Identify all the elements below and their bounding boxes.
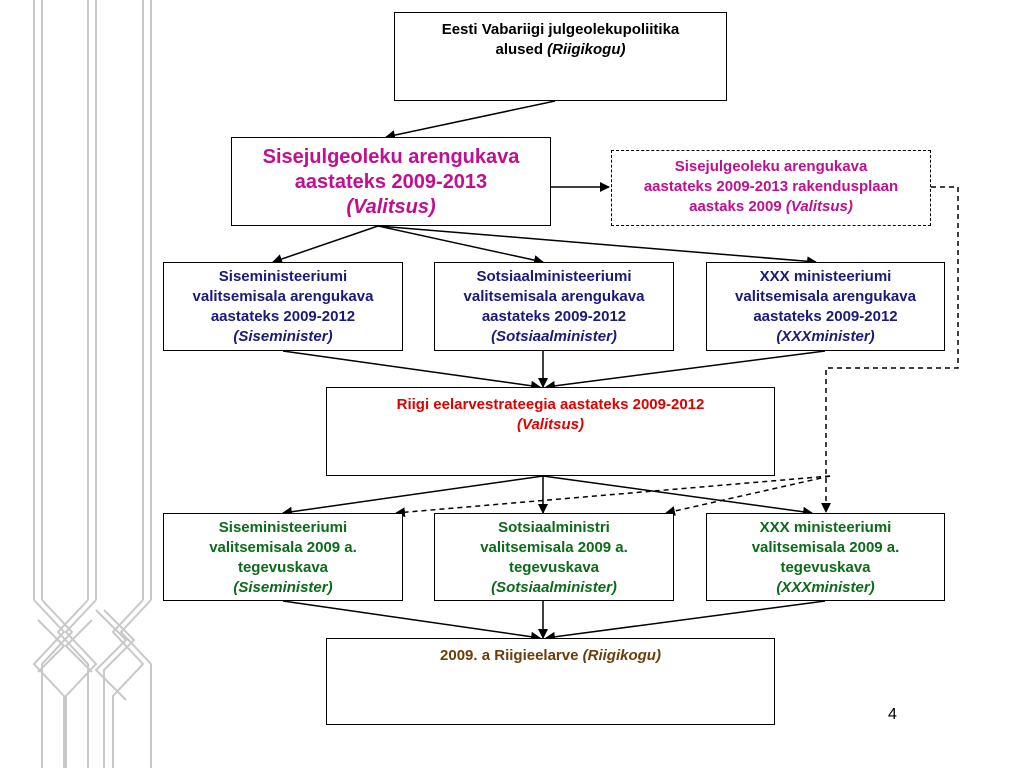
arrow-work-right-to-budget	[545, 600, 826, 642]
state-budget-box: 2009. a Riigieelarve (Riigikogu)	[326, 638, 775, 725]
arrow-main-to-dev-right	[377, 225, 817, 267]
deco-knot	[32, 599, 66, 768]
ministry-interior-work-plan-box: Siseministeeriumi valitsemisala 2009 a. …	[163, 513, 403, 601]
arrow-main-to-dev-left	[272, 225, 379, 264]
box-line: valitsemisala arengukava	[192, 288, 374, 305]
page-number: 4	[888, 706, 897, 723]
box-text: alused	[495, 41, 548, 58]
box-line: aastateks 2009-2012	[210, 308, 356, 325]
box-line: valitsemisala 2009 a.	[751, 539, 900, 556]
box-italic-line: (Valitsus)	[517, 416, 584, 433]
deco-knot	[64, 599, 98, 768]
box-line: tegevuskava	[508, 559, 600, 576]
ministry-social-dev-plan-box: Sotsiaalministeeriumi valitsemisala aren…	[434, 262, 674, 351]
dashed-arrow-impl-to-work-left	[395, 475, 831, 518]
deco-knot	[103, 609, 136, 768]
budget-strategy-box: Riigi eelarvestrateegia aastateks 2009-2…	[326, 387, 775, 476]
box-italic-line: (Sotsiaalminister)	[491, 579, 617, 596]
box-line: Sisejulgeoleku arengukava	[262, 146, 520, 168]
box-line: valitsemisala 2009 a.	[209, 539, 357, 556]
ministry-xxx-work-plan-box: XXX ministeeriumi valitsemisala 2009 a. …	[706, 513, 945, 601]
ministry-social-work-plan-box: Sotsiaalministri valitsemisala 2009 a. t…	[434, 513, 674, 601]
box-line: tegevuskava	[237, 559, 329, 576]
box-line: Eesti Vabariigi julgeolekupoliitika	[441, 21, 680, 38]
box-line: Siseministeeriumi	[218, 268, 348, 285]
box-italic-text: (Riigikogu)	[582, 647, 661, 664]
box-line: aastateks 2009-2012	[753, 308, 898, 325]
box-italic-line: (Valitsus)	[346, 196, 436, 218]
box-italic-line: (Sotsiaalminister)	[491, 328, 617, 345]
box-line: aastateks 2009-2013	[294, 171, 488, 193]
arrow-dev-left-to-strategy	[282, 350, 541, 391]
box-line: XXX ministeeriumi	[759, 519, 892, 536]
arrow-work-left-to-budget	[282, 600, 541, 642]
implementation-plan-box: Sisejulgeoleku arengukava aastateks 2009…	[611, 150, 931, 226]
arrow-dev-right-to-strategy	[545, 350, 826, 391]
deco-knot	[37, 619, 93, 673]
ministry-interior-dev-plan-box: Siseministeeriumi valitsemisala arenguka…	[163, 262, 403, 351]
box-line: tegevuskava	[780, 559, 871, 576]
dashed-arrow-impl-to-work-mid	[665, 475, 831, 516]
arrow-strategy-to-work-left	[282, 475, 544, 517]
decorative-side-border	[32, 0, 152, 768]
dashed-arrow-impl-to-work-right	[821, 186, 959, 513]
box-text: 2009. a Riigieelarve	[440, 647, 583, 664]
box-line: valitsemisala arengukava	[463, 288, 645, 305]
deco-knot	[119, 599, 152, 768]
box-line: alused (Riigikogu)	[395, 40, 726, 60]
box-line: Riigi eelarvestrateegia aastateks 2009-2…	[396, 396, 705, 413]
box-italic-line: (XXXminister)	[776, 328, 875, 345]
arrow-strategy-to-work-right	[542, 475, 813, 517]
internal-security-plan-box: Sisejulgeoleku arengukava aastateks 2009…	[231, 137, 551, 226]
box-line: Sotsiaalministeeriumi	[476, 268, 632, 285]
ministry-xxx-dev-plan-box: XXX ministeeriumi valitsemisala arenguka…	[706, 262, 945, 351]
box-line: aastateks 2009-2012	[481, 308, 627, 325]
arrow-main-to-dev-mid	[377, 225, 544, 265]
box-line: Sotsiaalministri	[498, 519, 610, 536]
box-italic-line: (XXXminister)	[776, 579, 875, 596]
box-line: aastateks 2009-2013 rakendusplaan	[643, 178, 899, 195]
box-line: 2009. a Riigieelarve (Riigikogu)	[327, 646, 774, 666]
box-line: XXX ministeeriumi	[759, 268, 892, 285]
security-policy-box: Eesti Vabariigi julgeolekupoliitika alus…	[394, 12, 727, 101]
box-line: Sisejulgeoleku arengukava	[674, 158, 868, 175]
box-line: Siseministeeriumi	[218, 519, 348, 536]
deco-knot	[111, 599, 145, 768]
box-line: aastaks 2009 (Valitsus)	[612, 197, 930, 217]
box-line: valitsemisala 2009 a.	[480, 539, 628, 556]
box-italic-text: (Valitsus)	[785, 198, 853, 215]
box-text: aastaks 2009	[689, 198, 786, 215]
box-italic-line: (Siseminister)	[233, 328, 333, 345]
arrow-top-to-main	[385, 100, 556, 141]
box-italic-text: (Riigikogu)	[547, 41, 626, 58]
deco-knot	[94, 609, 128, 701]
deco-knot	[41, 599, 74, 768]
box-italic-line: (Siseminister)	[233, 579, 333, 596]
deco-knot	[56, 599, 89, 768]
box-line: valitsemisala arengukava	[735, 288, 916, 305]
